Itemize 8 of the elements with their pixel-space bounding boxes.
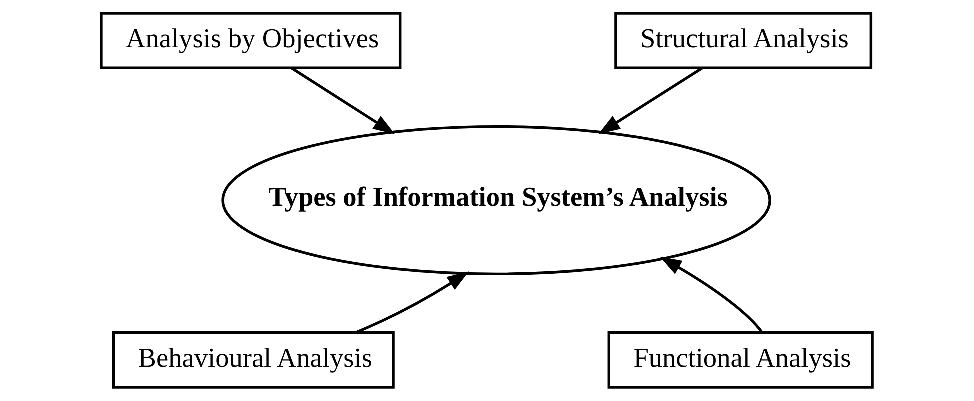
arrow: [598, 67, 703, 134]
arrow: [660, 256, 764, 334]
node-box: Behavioural Analysis: [112, 332, 395, 389]
arrow: [291, 67, 396, 134]
node-box: Functional Analysis: [608, 332, 874, 389]
node-box: Analysis by Objectives: [100, 12, 402, 70]
node-box: Structural Analysis: [614, 12, 873, 70]
arrow: [355, 272, 470, 334]
